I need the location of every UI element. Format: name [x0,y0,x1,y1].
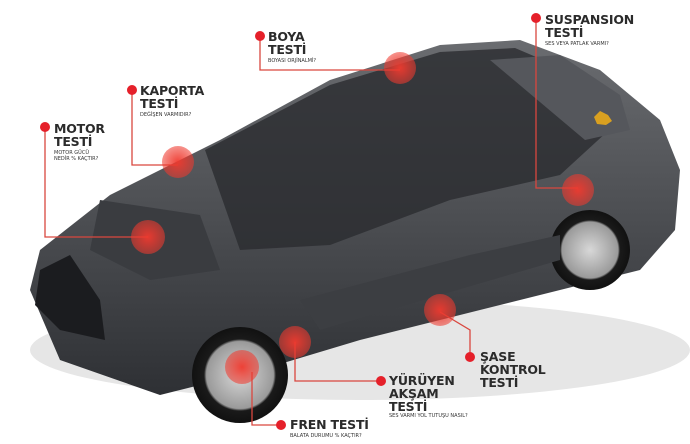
label-title: AKŞAM [389,386,439,401]
label-title: TESTİ [54,134,93,149]
label-title: SUSPANSION [545,12,635,27]
label-title: TESTİ [545,25,584,40]
label-subtitle: SES VARMI YOL TUTUŞU NASIL? [389,413,468,419]
label-title: ŞASE [480,349,516,364]
hotspot-kaporta [162,146,194,178]
car-grille [35,255,105,340]
label-title: TESTİ [480,375,519,390]
label-kaporta-testi: KAPORTA TESTİ DEĞİŞEN VARMIDIR? [140,84,204,118]
hotspot-yuruyen [279,326,311,358]
bullet-dot [127,85,137,95]
label-sase-kontrol-testi: ŞASE KONTROL TESTİ [480,350,546,389]
label-suspansion-testi: SUSPANSION TESTİ SES VEYA PATLAK VARMI? [545,13,634,47]
label-title: TESTİ [389,399,428,414]
label-title: FREN TESTİ [290,417,369,432]
label-title: BOYA [268,29,305,44]
bullet-dot [465,352,475,362]
hotspot-suspansion [562,174,594,206]
bullet-dot [531,13,541,23]
label-subtitle: MOTOR GÜCÜ [54,150,89,156]
label-subtitle: NEDİR % KAÇTIR? [54,156,99,162]
bullet-dot [255,31,265,41]
bullet-dot [276,420,286,430]
hotspots [131,52,594,384]
car-sill [300,235,560,330]
label-title: MOTOR [54,121,105,136]
hotspot-boya [384,52,416,84]
label-title: KAPORTA [140,83,205,98]
label-title: YÜRÜYEN [389,373,455,388]
bullet-dot [376,376,386,386]
logo-mark [594,111,612,125]
label-motor-testi: MOTOR TESTİ MOTOR GÜCÜ NEDİR % KAÇTIR? [54,122,105,162]
bullet-dot [40,122,50,132]
label-subtitle: SES VEYA PATLAK VARMI? [545,41,609,47]
rear-wheel [550,210,630,290]
car-cabin [205,48,620,250]
label-yuruyen-aksam-testi: YÜRÜYEN AKŞAM TESTİ SES VARMI YOL TUTUŞU… [389,374,468,419]
label-fren-testi: FREN TESTİ BALATA DURUMU % KAÇTIR? [290,418,369,439]
label-title: KONTROL [480,362,546,377]
hotspot-motor [131,220,165,254]
label-subtitle: BALATA DURUMU % KAÇTIR? [290,433,362,439]
hotspot-fren [225,350,259,384]
label-subtitle: DEĞİŞEN VARMIDIR? [140,112,192,118]
hotspot-sase [424,294,456,326]
label-title: TESTİ [140,96,179,111]
label-boya-testi: BOYA TESTİ BOYASI ORJİNALMİ? [268,30,316,64]
label-title: TESTİ [268,42,307,57]
label-subtitle: BOYASI ORJİNALMİ? [268,58,317,64]
